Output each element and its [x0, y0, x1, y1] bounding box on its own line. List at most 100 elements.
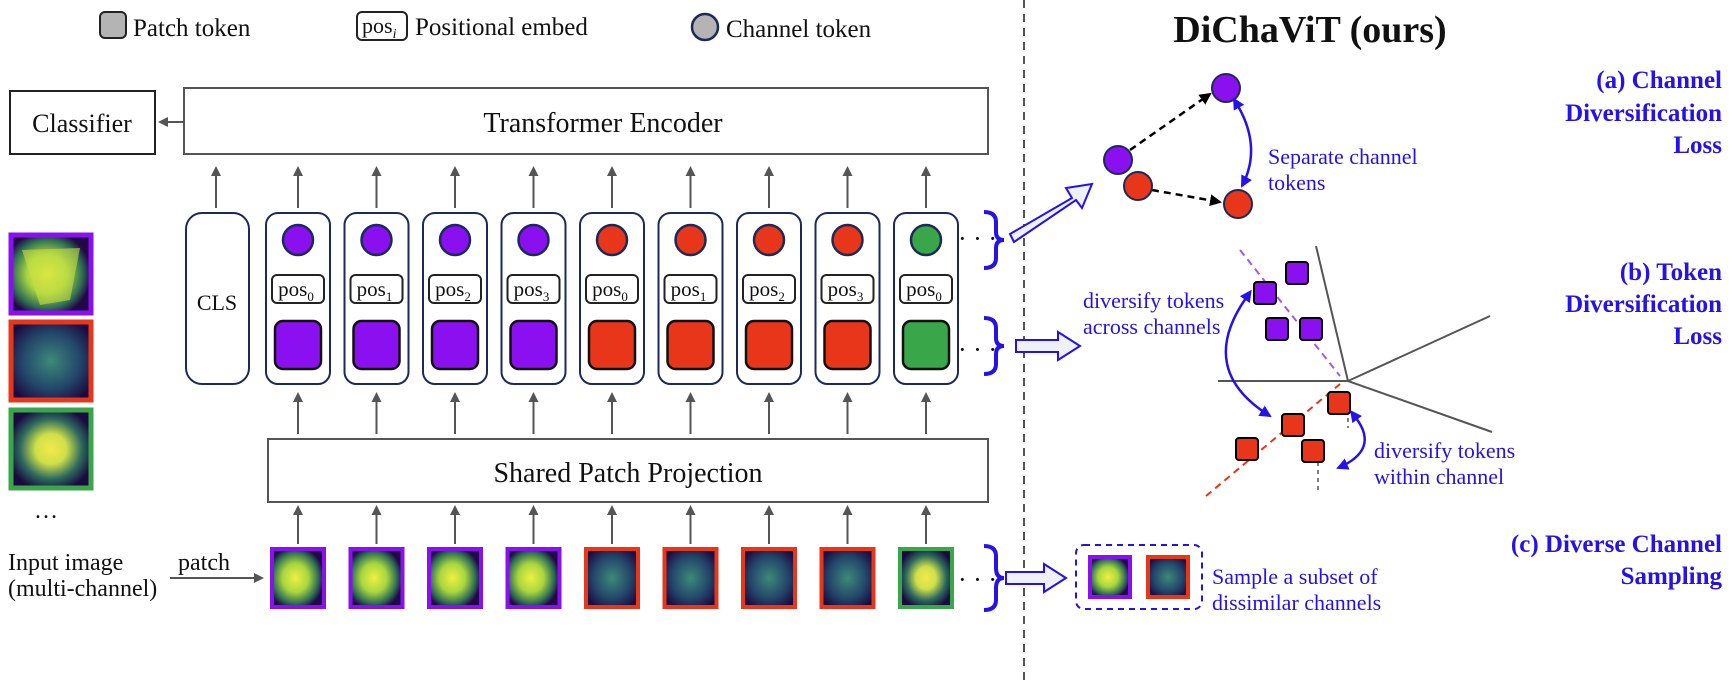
channel-token-circle	[517, 223, 550, 257]
channel-dash-arrow-2	[1151, 188, 1222, 207]
separate-line2: tokens	[1268, 170, 1325, 195]
svg-text:posi: posi	[362, 13, 397, 42]
token-sq-red-3	[1235, 437, 1259, 461]
within-line1: diversify tokens	[1374, 438, 1515, 463]
pos-subscript: 3	[543, 289, 550, 304]
classifier-box	[9, 90, 156, 155]
input-channel-red	[8, 319, 94, 403]
input-patch-image	[584, 547, 640, 609]
input-patch-image	[741, 547, 797, 609]
pos-embed-label: pos2	[749, 277, 785, 304]
brace-channel-tokens	[983, 210, 1005, 270]
separate-line1: Separate channel	[1268, 144, 1418, 169]
token-sq-red-2	[1281, 413, 1305, 437]
pos-symbol: pos	[357, 277, 386, 301]
input-patch-image	[270, 547, 326, 609]
within-double-arrow	[1336, 409, 1366, 470]
cls-token-box	[185, 212, 250, 385]
channel-token-purple-2	[1103, 145, 1133, 175]
axis-line-2	[1315, 245, 1349, 382]
channel-token-circle	[360, 223, 393, 257]
patch-token-square	[744, 319, 794, 371]
hollow-arrow-b	[1015, 330, 1082, 362]
input-image-line1: Input image	[8, 550, 123, 576]
a-line1: (a) Channel	[1596, 67, 1722, 94]
input-patch-image	[819, 547, 876, 609]
shared-patch-projection-box	[267, 438, 989, 503]
pos-subscript: 0	[935, 289, 942, 304]
patch-token-square	[509, 319, 558, 371]
input-patch-image	[898, 547, 954, 609]
pos-embed-label: pos0	[278, 277, 314, 304]
hollow-arrow-a	[1008, 182, 1094, 244]
token-sq-purple-1	[1285, 261, 1309, 285]
patch-token-square	[823, 319, 872, 371]
pos-symbol: pos	[671, 277, 700, 301]
across-line1: diversify tokens	[1083, 288, 1224, 313]
input-patch-image	[505, 547, 562, 609]
pos-embed-label: pos2	[435, 277, 471, 304]
sampled-subset-box	[1075, 544, 1203, 610]
pos-embed-box	[820, 274, 875, 304]
transformer-encoder-label: Transformer Encoder	[483, 108, 723, 139]
pos-symbol: pos	[435, 277, 464, 301]
token-sq-purple-4	[1299, 317, 1323, 341]
pos-subscript: 3	[857, 289, 864, 304]
sample-line1: Sample a subset of	[1212, 564, 1378, 589]
sampled-channel-purple	[1088, 555, 1132, 599]
channel-token-purple-1	[1211, 73, 1241, 103]
token-row2-dots: · · ·	[958, 335, 997, 364]
patch-row-dots: · · ·	[958, 565, 997, 594]
token-sq-red-4	[1301, 439, 1325, 463]
channel-token-circle	[674, 223, 707, 257]
token-sq-purple-2	[1253, 281, 1277, 305]
token-row1-dots: · · ·	[958, 224, 997, 253]
legend-pos-sub: i	[393, 27, 397, 42]
across-double-arrow	[1224, 289, 1272, 418]
right-title: DiChaViT (ours)	[1173, 9, 1446, 51]
transformer-encoder-box	[183, 87, 989, 155]
axis-line-3	[1347, 315, 1491, 382]
shared-patch-projection-label: Shared Patch Projection	[493, 458, 762, 489]
pos-embed-box	[899, 274, 953, 304]
within-line2: within channel	[1374, 464, 1504, 489]
pos-subscript: 0	[307, 289, 314, 304]
a-line2: Diversification	[1565, 100, 1722, 127]
pos-subscript: 2	[464, 289, 471, 304]
pos-embed-box	[506, 274, 561, 304]
pos-embed-label: pos0	[906, 277, 942, 304]
patch-token-square	[901, 319, 951, 371]
input-channel-green	[8, 407, 94, 491]
pos-embed-label: pos3	[514, 277, 550, 304]
pos-embed-box	[271, 274, 325, 304]
token-sq-purple-3	[1265, 317, 1289, 341]
pos-embed-box	[663, 274, 718, 304]
classifier-label: Classifier	[32, 109, 132, 138]
channel-token-circle	[752, 223, 786, 257]
sampled-channel-red	[1146, 555, 1190, 599]
pos-embed-box	[349, 274, 404, 304]
pos-symbol: pos	[828, 277, 857, 301]
channel-token-legend-icon	[690, 12, 720, 42]
legend-pos-symbol: pos	[362, 13, 393, 38]
channel-token-red-2	[1223, 189, 1253, 219]
channel-token-circle	[438, 223, 472, 257]
pos-embed-label: pos3	[828, 277, 864, 304]
patch-token-square	[352, 319, 401, 371]
input-ellipsis: …	[34, 498, 58, 524]
legend-patch-token: Patch token	[133, 15, 251, 42]
pos-subscript: 1	[700, 289, 707, 304]
hollow-arrow-c	[1005, 562, 1068, 594]
axis-line-4	[1347, 380, 1493, 433]
pos-legend-icon	[356, 11, 408, 41]
legend: Patch token posi Positional embed Channe…	[99, 11, 872, 43]
purple-dash-line	[1239, 249, 1341, 377]
b-line1: (b) Token	[1620, 259, 1722, 286]
patch-token-square	[587, 319, 637, 371]
pos-embed-label: pos1	[671, 277, 707, 304]
channel-dash-arrow-1	[1129, 92, 1212, 152]
patch-token-square	[666, 319, 715, 371]
channel-token-red-1	[1123, 171, 1153, 201]
